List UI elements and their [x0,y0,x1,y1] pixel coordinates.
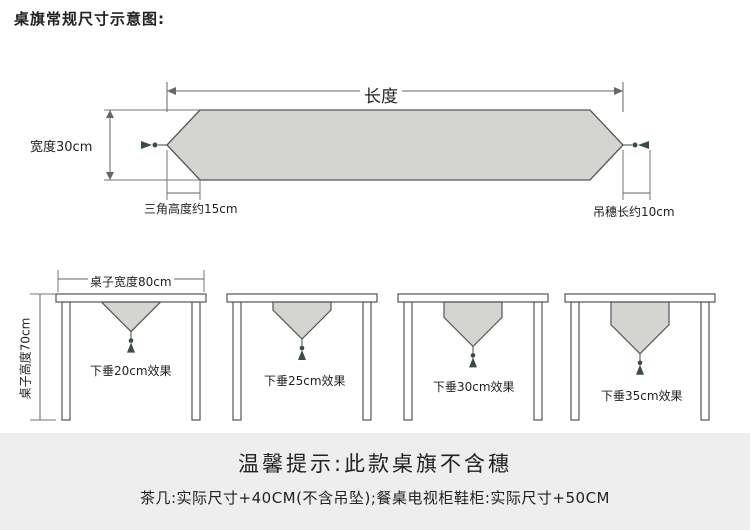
footer-panel [0,433,750,530]
tassel-icon [298,350,306,360]
hanging-runner [272,301,332,340]
tassel-icon [469,357,477,368]
tassel-knot [128,338,134,343]
drop-label-35: 下垂35cm效果 [601,389,683,403]
drop-label-30: 下垂30cm效果 [433,380,515,394]
table-leg [191,301,201,421]
drop-label-20: 下垂20cm效果 [90,364,172,378]
table-width-label: 桌子宽度80cm [88,273,174,290]
tassel-length-label: 吊穗长约10cm [593,205,675,219]
drop-label-25: 下垂25cm效果 [264,374,346,388]
tassel-icon [636,364,644,375]
table-leg [700,301,710,421]
runner-body [166,109,624,181]
tassel-icon [127,342,135,353]
table-top [564,293,716,303]
page-title: 桌旗常规尺寸示意图: [14,10,165,28]
footer-note: 茶几:实际尺寸+40CM(不含吊坠);餐桌电视柜鞋柜:实际尺寸+50CM [139,489,610,507]
triangle-height-dimension [166,150,201,200]
width-label: 宽度30cm [30,140,93,155]
length-label: 长度 [360,82,402,107]
left-tassel-icon [141,141,167,149]
tassel-knot [637,360,643,366]
table-top [226,293,378,303]
tables-group [55,293,716,421]
tassel-knot [299,345,305,351]
table-leg [362,301,372,421]
table-25 [226,293,378,421]
width-dimension [104,109,200,181]
footer-tip: 温馨提示:此款桌旗不含穗 [237,452,513,476]
table-35 [564,293,716,421]
tassel-length-dimension [622,150,651,200]
table-leg [570,301,580,421]
hanging-runner [610,301,670,355]
triangle-height-label: 三角高度约15cm [144,202,238,216]
table-top [55,293,207,303]
table-20 [55,293,207,421]
right-tassel-icon [623,141,649,149]
table-leg [232,301,242,421]
hanging-runner [101,301,161,333]
tassel-knot [470,353,476,358]
table-leg [61,301,71,421]
table-leg [533,301,543,421]
table-top [397,293,549,303]
table-height-dimension [30,293,56,421]
table-30 [397,293,549,421]
table-height-label: 桌子高度70cm [16,315,34,402]
hanging-runner [443,301,503,348]
table-leg [403,301,413,421]
